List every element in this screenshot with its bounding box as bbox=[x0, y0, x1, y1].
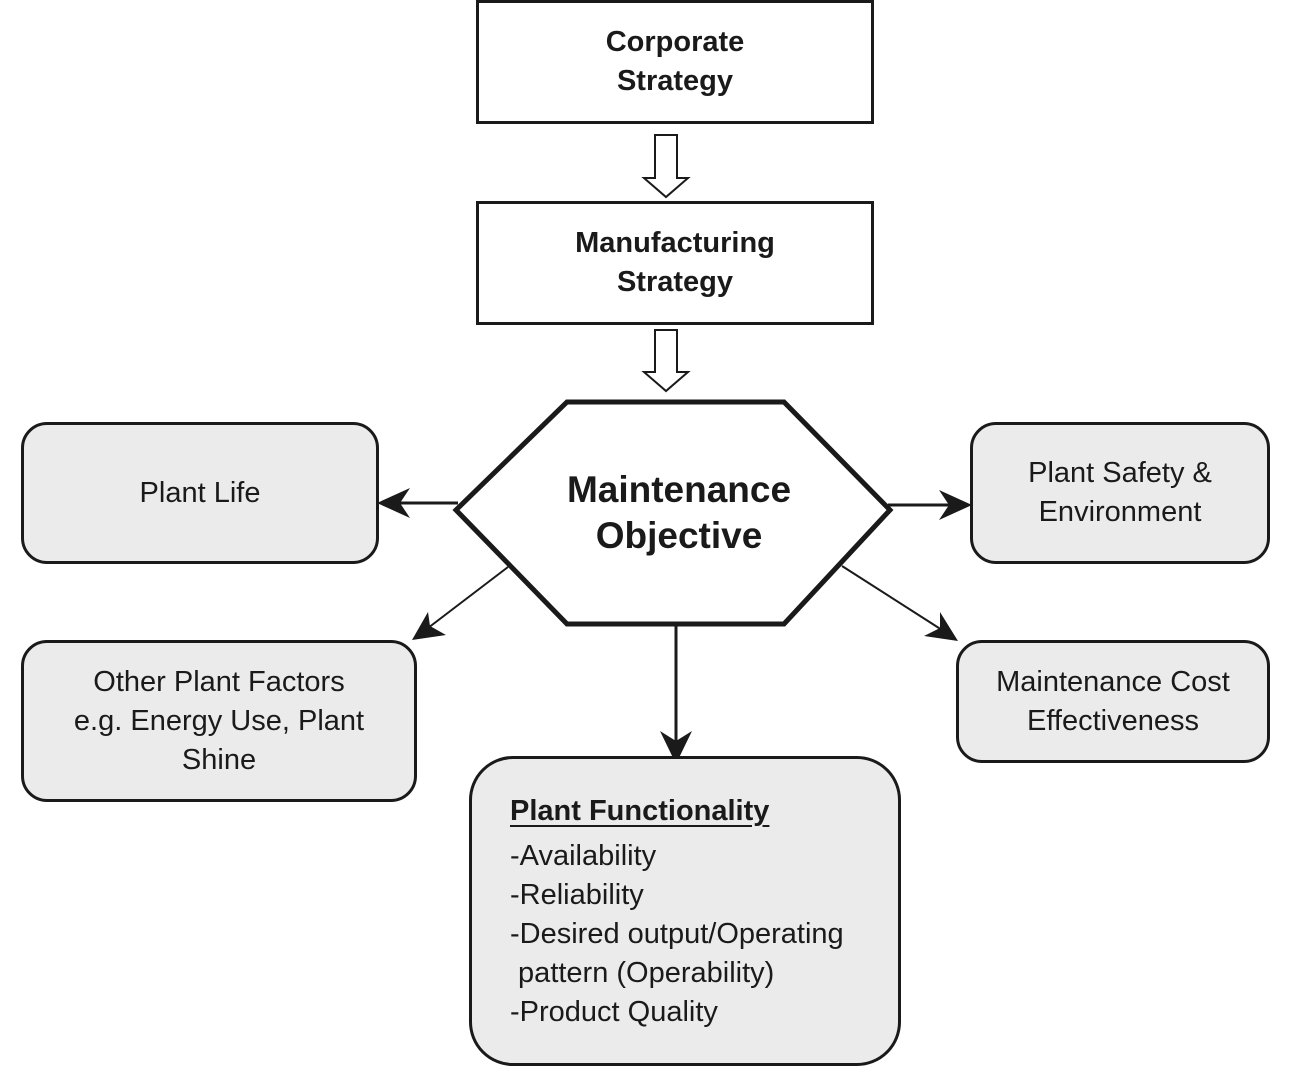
other-factors-line2: e.g. Energy Use, Plant bbox=[73, 704, 365, 737]
other-plant-factors-box: Other Plant Factors e.g. Energy Use, Pla… bbox=[21, 640, 417, 802]
manufacturing-strategy-line2: Strategy bbox=[616, 266, 734, 298]
functionality-item-product-quality: -Product Quality bbox=[510, 996, 718, 1028]
plant-functionality-title: Plant Functionality bbox=[510, 795, 770, 827]
other-factors-line3: Shine bbox=[181, 743, 257, 776]
maintenance-objective-label: Maintenance Objective bbox=[540, 467, 818, 559]
corporate-strategy-line2: Strategy bbox=[616, 65, 734, 97]
plant-life-label: Plant Life bbox=[139, 476, 261, 509]
arrow-line-to-maintenance-cost bbox=[841, 565, 943, 631]
plant-functionality-box bbox=[469, 756, 901, 1066]
plant-functionality-content: Plant Functionality -Availability -Relia… bbox=[510, 792, 844, 1032]
maintenance-objective-line2: Objective bbox=[595, 515, 763, 556]
hollow-arrow-corporate-to-manufacturing bbox=[641, 134, 691, 199]
plant-life-box: Plant Life bbox=[21, 422, 379, 564]
arrowhead-plant-safety bbox=[939, 490, 972, 520]
plant-safety-box: Plant Safety & Environment bbox=[970, 422, 1270, 564]
maintenance-cost-box: Maintenance Cost Effectiveness bbox=[956, 640, 1270, 763]
arrowhead-maintenance-cost bbox=[924, 612, 958, 641]
arrowhead-plant-life bbox=[377, 488, 410, 518]
hollow-arrow-manufacturing-to-objective bbox=[641, 329, 691, 393]
maintenance-cost-line1: Maintenance Cost bbox=[996, 665, 1230, 698]
functionality-item-operating-pattern: pattern (Operability) bbox=[510, 957, 775, 989]
maintenance-cost-line2: Effectiveness bbox=[1027, 704, 1199, 737]
plant-safety-line1: Plant Safety & bbox=[1028, 457, 1212, 489]
arrowhead-plant-functionality bbox=[660, 731, 692, 764]
other-factors-line1: Other Plant Factors bbox=[93, 665, 345, 698]
manufacturing-strategy-line1: Manufacturing bbox=[575, 227, 775, 259]
arrow-line-to-other-factors bbox=[427, 566, 509, 629]
functionality-item-reliability: -Reliability bbox=[510, 879, 644, 911]
maintenance-objective-line1: Maintenance bbox=[566, 469, 792, 510]
functionality-item-desired-output: -Desired output/Operating bbox=[510, 918, 844, 950]
corporate-strategy-box: Corporate Strategy bbox=[476, 0, 874, 124]
maintenance-objective-hexagon bbox=[452, 399, 894, 627]
plant-safety-line2: Environment bbox=[1038, 496, 1202, 528]
corporate-strategy-line1: Corporate bbox=[605, 26, 745, 58]
arrowhead-other-factors bbox=[412, 612, 446, 640]
manufacturing-strategy-box: Manufacturing Strategy bbox=[476, 201, 874, 325]
functionality-item-availability: -Availability bbox=[510, 840, 657, 872]
